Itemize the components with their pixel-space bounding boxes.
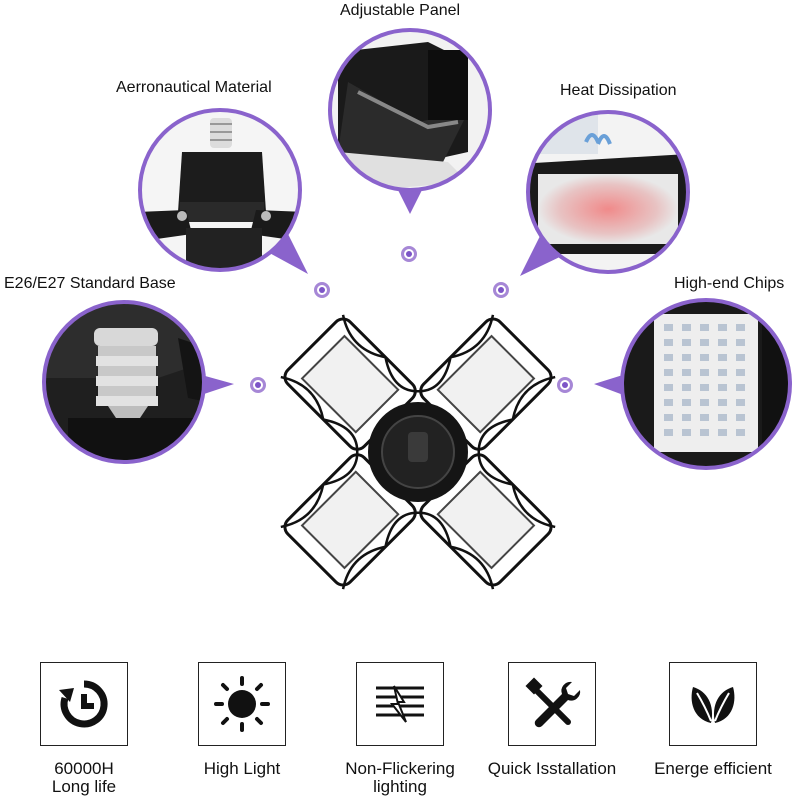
led-chip bbox=[718, 369, 727, 376]
led-chip bbox=[682, 324, 691, 331]
led-chip bbox=[682, 414, 691, 421]
callout-dot-high-end-chips bbox=[557, 377, 573, 393]
leaf-icon bbox=[691, 687, 735, 723]
led-chip bbox=[700, 399, 709, 406]
lamp-center-hub bbox=[368, 402, 468, 502]
feature-icon-box bbox=[508, 662, 596, 746]
led-chip bbox=[682, 429, 691, 436]
callout-dot-standard-base bbox=[250, 377, 266, 393]
led-chip bbox=[682, 384, 691, 391]
callout-heat-dissipation bbox=[520, 110, 690, 276]
led-chip bbox=[700, 429, 709, 436]
feature-caption-line1: Non-Flickering bbox=[345, 759, 455, 778]
callout-high-end-chips bbox=[594, 298, 792, 470]
callout-dot-heat-dissipation bbox=[493, 282, 509, 298]
led-chip bbox=[682, 354, 691, 361]
led-chip bbox=[700, 414, 709, 421]
label-heat-dissipation: Heat Dissipation bbox=[560, 82, 677, 99]
feature-caption-line2: Long life bbox=[51, 777, 117, 796]
led-chip bbox=[682, 369, 691, 376]
led-chip bbox=[682, 339, 691, 346]
led-chip bbox=[736, 384, 745, 391]
led-chip bbox=[718, 414, 727, 421]
feature-energy-efficient: Energe efficient bbox=[644, 662, 782, 778]
label-aeronautical-material: Aerronautical Material bbox=[116, 79, 272, 96]
sun-icon bbox=[214, 676, 270, 732]
feature-high-light: High Light bbox=[186, 662, 298, 778]
clock-icon bbox=[59, 680, 108, 728]
led-chip bbox=[664, 414, 673, 421]
led-chip bbox=[700, 369, 709, 376]
led-chip bbox=[700, 354, 709, 361]
led-chip bbox=[718, 384, 727, 391]
led-chip bbox=[700, 324, 709, 331]
led-chip bbox=[736, 429, 745, 436]
led-chip bbox=[718, 354, 727, 361]
lamp-panels bbox=[283, 317, 553, 587]
no-flicker-icon bbox=[376, 685, 424, 723]
feature-caption-line1: Energe efficient bbox=[654, 759, 772, 778]
led-chip bbox=[736, 399, 745, 406]
lamp-lattice bbox=[280, 314, 556, 590]
led-chip bbox=[700, 384, 709, 391]
led-chip bbox=[718, 399, 727, 406]
label-high-end-chips: High-end Chips bbox=[674, 275, 785, 292]
deformable-garage-light bbox=[280, 314, 556, 590]
feature-icon-box bbox=[198, 662, 286, 746]
feature-icon-box bbox=[356, 662, 444, 746]
feature-quick-installation: Quick Isstallation bbox=[484, 662, 620, 778]
led-chip bbox=[736, 354, 745, 361]
led-chip bbox=[718, 324, 727, 331]
led-chip bbox=[736, 339, 745, 346]
feature-caption-line1: 60000H bbox=[54, 759, 114, 778]
label-adjustable-panel: Adjustable Panel bbox=[340, 2, 461, 19]
feature-caption-line2: lighting bbox=[373, 777, 427, 796]
feature-caption-line1: High Light bbox=[203, 759, 281, 778]
feature-caption-line1: Quick Isstallation bbox=[487, 759, 617, 778]
callout-standard-base bbox=[42, 300, 234, 464]
led-chip bbox=[664, 429, 673, 436]
callout-aeronautical-material bbox=[138, 108, 308, 274]
label-standard-base: E26/E27 Standard Base bbox=[4, 275, 176, 292]
led-chip bbox=[718, 429, 727, 436]
callout-dot-adjustable-panel bbox=[401, 246, 417, 262]
led-chip bbox=[664, 354, 673, 361]
led-chip bbox=[736, 324, 745, 331]
led-chip bbox=[664, 369, 673, 376]
callout-dot-aeronautical-material bbox=[314, 282, 330, 298]
led-chip bbox=[664, 339, 673, 346]
led-chip bbox=[664, 384, 673, 391]
led-chip bbox=[664, 324, 673, 331]
led-chip bbox=[736, 414, 745, 421]
led-chip bbox=[682, 399, 691, 406]
led-chip bbox=[664, 399, 673, 406]
led-chip bbox=[718, 339, 727, 346]
led-chip bbox=[736, 369, 745, 376]
led-chip-grid bbox=[664, 324, 745, 436]
led-chip bbox=[700, 339, 709, 346]
tools-icon bbox=[525, 677, 581, 728]
callout-adjustable-panel bbox=[328, 28, 492, 214]
feature-icon-box bbox=[40, 662, 128, 746]
feature-icon-box bbox=[669, 662, 757, 746]
